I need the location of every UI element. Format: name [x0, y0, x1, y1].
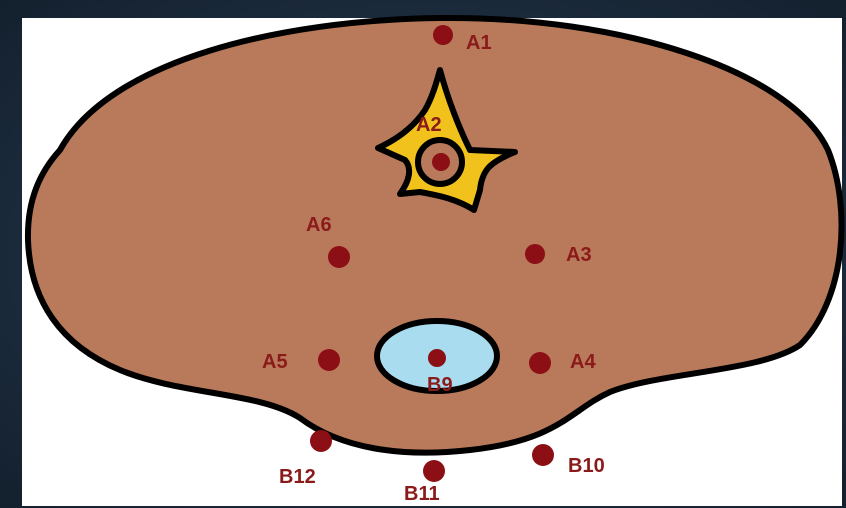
- label-B12: B12: [279, 466, 316, 488]
- point-B11: [423, 460, 445, 482]
- point-A5: [318, 349, 340, 371]
- label-A1: A1: [466, 32, 492, 54]
- point-B9: [428, 349, 446, 367]
- label-B9: B9: [427, 374, 453, 396]
- label-A2: A2: [416, 114, 442, 136]
- point-A4: [529, 352, 551, 374]
- point-B10: [532, 444, 554, 466]
- point-B12: [310, 430, 332, 452]
- point-A2: [432, 153, 450, 171]
- label-B10: B10: [568, 455, 605, 477]
- label-A3: A3: [566, 244, 592, 266]
- label-B11: B11: [404, 483, 440, 505]
- label-A6: A6: [306, 214, 332, 236]
- point-A1: [433, 25, 453, 45]
- label-A5: A5: [262, 351, 288, 373]
- label-A4: A4: [570, 351, 596, 373]
- point-A6: [328, 246, 350, 268]
- point-A3: [525, 244, 545, 264]
